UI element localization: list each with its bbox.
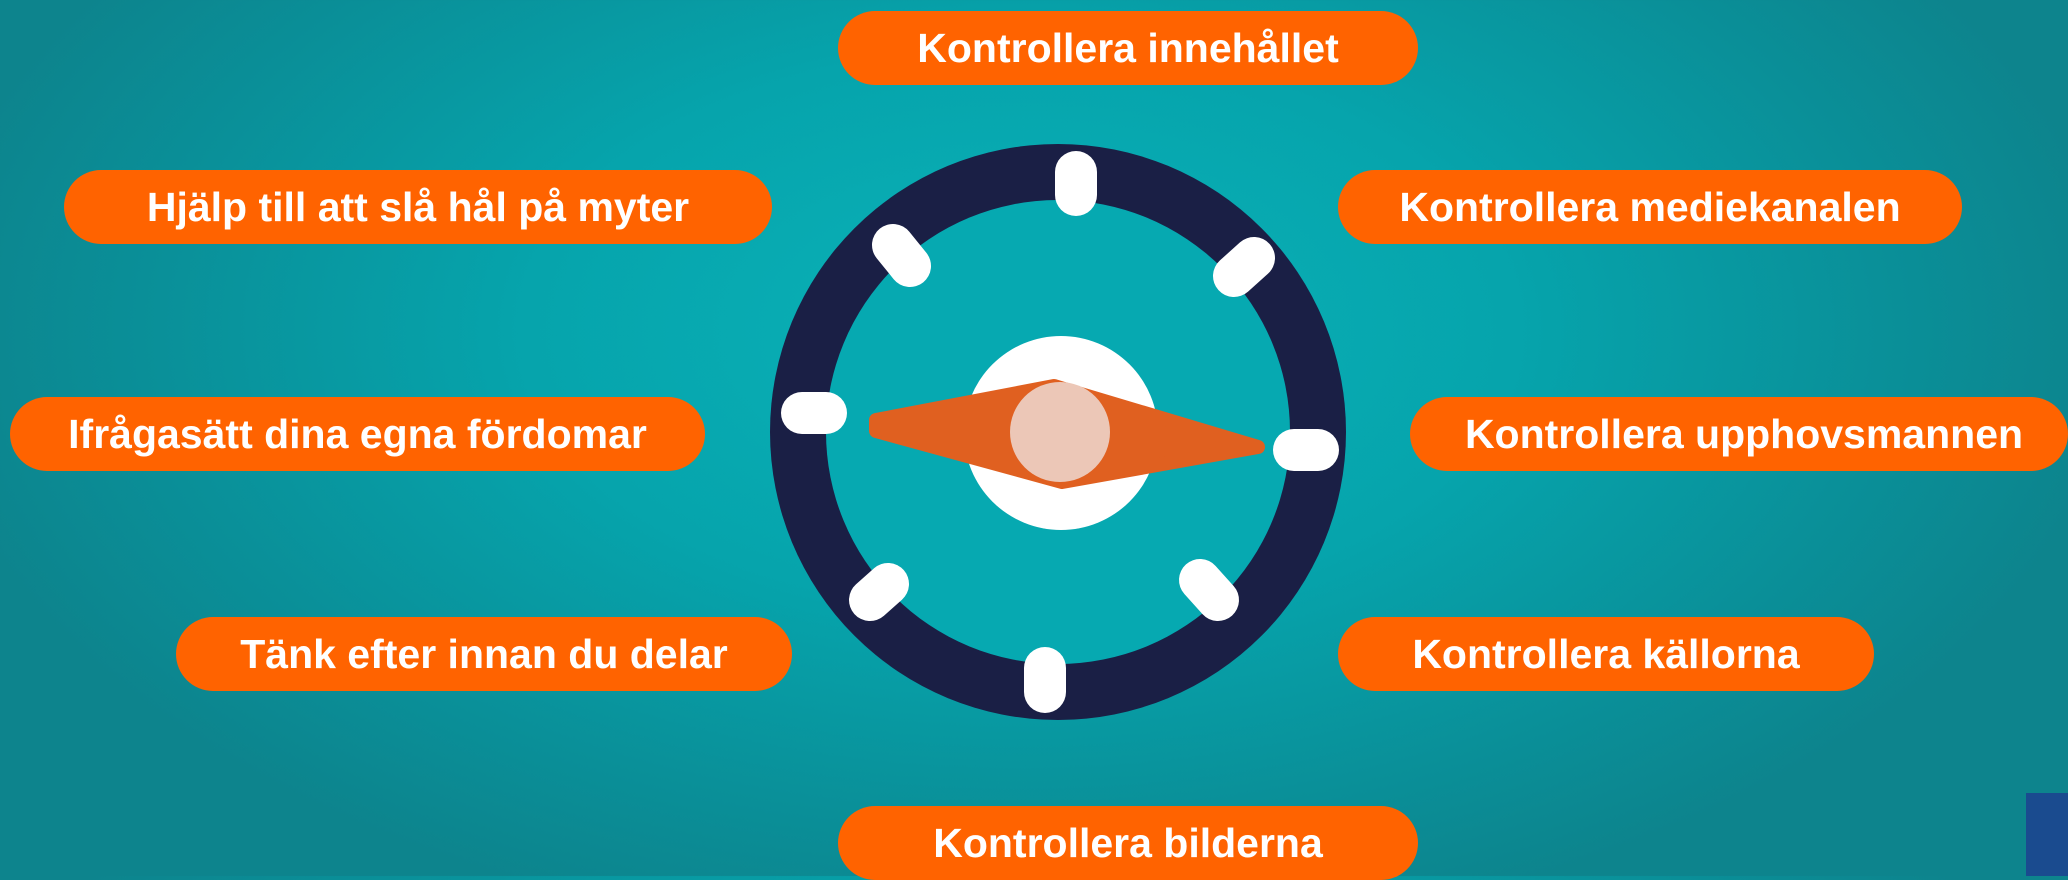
compass-pivot bbox=[1010, 382, 1110, 482]
label-top: Kontrollera innehållet bbox=[838, 11, 1418, 85]
tick-sw bbox=[849, 563, 909, 621]
label-upper-left: Hjälp till att slå hål på myter bbox=[64, 170, 772, 244]
label-bottom: Kontrollera bilderna bbox=[838, 806, 1418, 880]
tick-se bbox=[1179, 559, 1239, 621]
label-middle-right: Kontrollera upphovsmannen bbox=[1410, 397, 2068, 471]
label-lower-left: Tänk efter innan du delar bbox=[176, 617, 792, 691]
corner-block bbox=[2026, 793, 2068, 876]
tick-ne bbox=[1213, 237, 1275, 297]
label-lower-right: Kontrollera källorna bbox=[1338, 617, 1874, 691]
tick-nw bbox=[872, 224, 931, 287]
compass-ticks bbox=[781, 151, 1339, 713]
label-upper-right: Kontrollera mediekanalen bbox=[1338, 170, 1962, 244]
label-middle-left: Ifrågasätt dina egna fördomar bbox=[10, 397, 705, 471]
